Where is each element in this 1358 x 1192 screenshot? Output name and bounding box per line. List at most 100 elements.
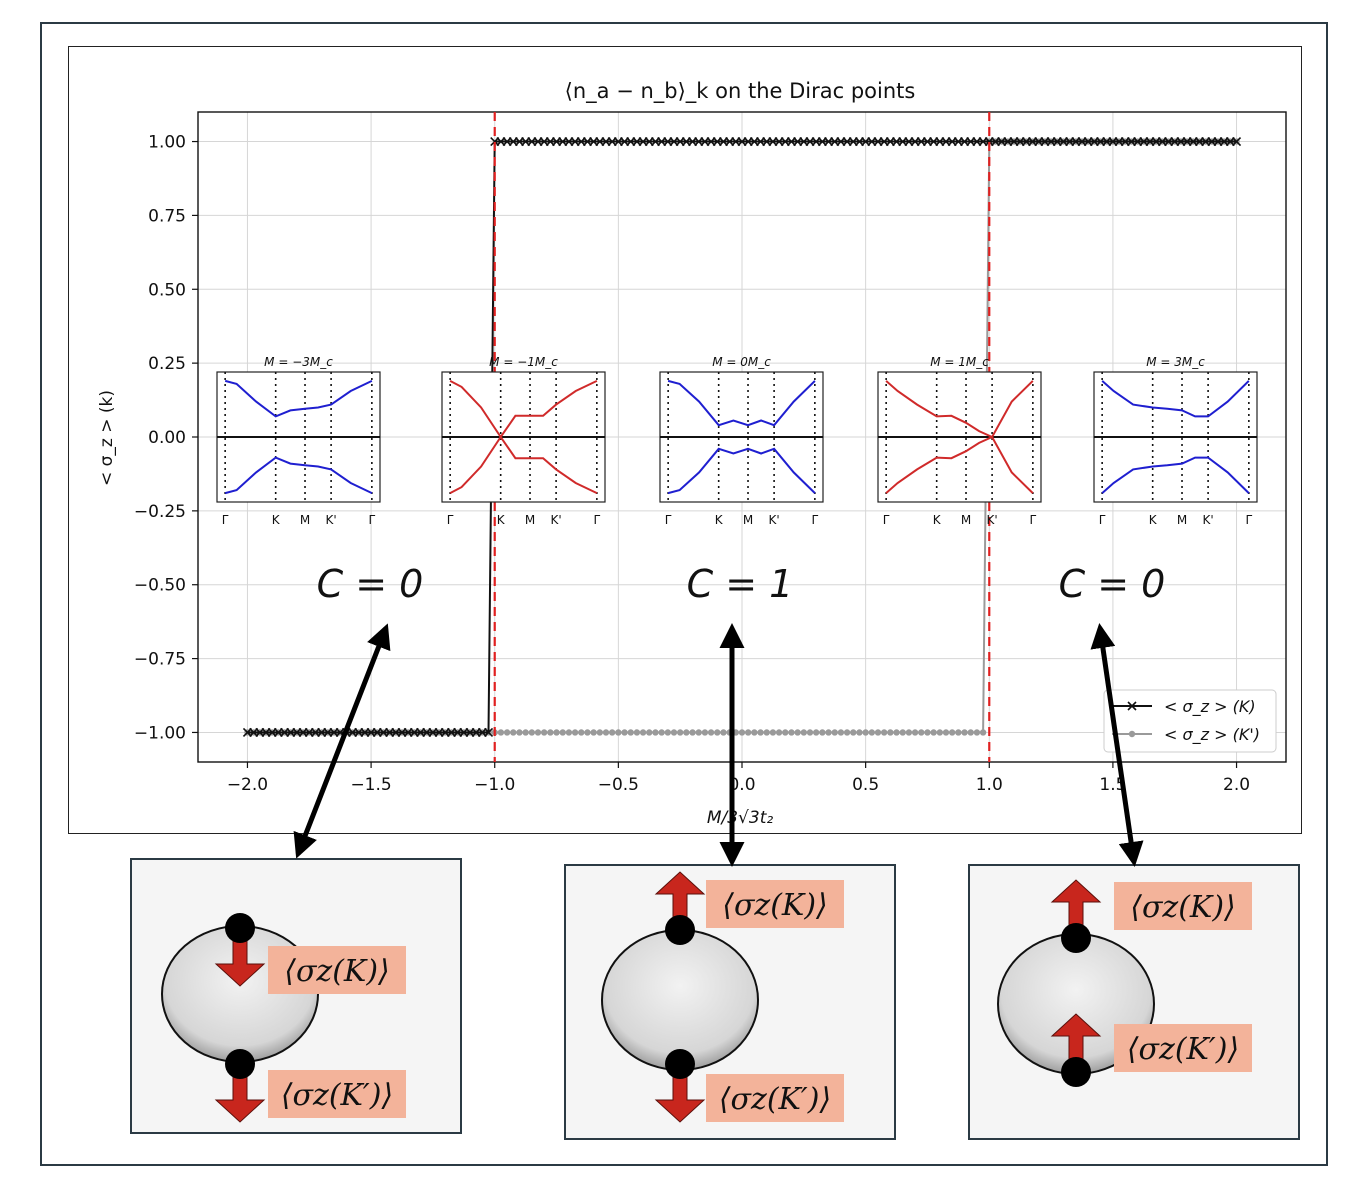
- data-point: [955, 729, 962, 736]
- inset-tick-label: K: [272, 513, 281, 527]
- inset-tick-label: Γ: [1246, 513, 1253, 527]
- data-point: [893, 729, 900, 736]
- x-tick-label: 1.0: [976, 775, 1003, 795]
- data-point: [812, 729, 820, 736]
- outer-frame: [40, 22, 1328, 1166]
- inset-band-upper: [224, 379, 373, 418]
- inset-tick-label: K': [551, 513, 562, 527]
- data-point: [843, 729, 851, 736]
- panel-label-bg: [706, 880, 844, 928]
- data-point: [497, 729, 505, 736]
- inset-tick-label: M: [525, 513, 535, 527]
- data-point: [825, 729, 832, 736]
- data-point: [862, 729, 869, 736]
- legend-label: < σ_z > (K): [1164, 697, 1256, 717]
- data-point: [794, 729, 801, 736]
- spin-dot-icon: [225, 1049, 255, 1079]
- data-point: [528, 729, 536, 736]
- panel-label-Kp: ⟨σz(K′)⟩: [281, 1078, 393, 1113]
- data-point: [714, 729, 721, 736]
- legend-marker: [1128, 730, 1136, 738]
- data-point: [837, 729, 845, 736]
- data-point: [936, 729, 944, 736]
- data-point: [856, 729, 863, 736]
- data-point: [553, 729, 560, 736]
- data-point: [806, 729, 814, 736]
- data-point: [664, 729, 672, 736]
- data-point: [961, 729, 968, 736]
- data-point: [769, 729, 777, 736]
- data-point: [565, 729, 573, 736]
- inset-tick-label: Γ: [222, 513, 229, 527]
- y-axis-label: < σ_z > (k): [97, 390, 117, 486]
- inset-tick-label: M: [1177, 513, 1187, 527]
- inset-tick-label: M: [300, 513, 310, 527]
- data-point: [874, 729, 882, 736]
- inset-tick-label: Γ: [447, 513, 454, 527]
- inset-tick-label: M: [743, 513, 753, 527]
- data-point: [887, 729, 894, 736]
- inset-tick-label: Γ: [594, 513, 601, 527]
- panel-label-bg: [706, 1074, 844, 1122]
- data-point: [868, 729, 876, 736]
- pointer-arrow-icon: [1090, 623, 1144, 867]
- data-point: [646, 729, 653, 736]
- spin-dot-icon: [225, 913, 255, 943]
- data-point: [652, 729, 659, 736]
- data-point: [522, 729, 529, 736]
- inset-tick-label: Γ: [1099, 513, 1106, 527]
- data-point: [596, 729, 604, 736]
- inset-title: M = −1M_c: [489, 355, 558, 369]
- inset-band-lower: [1101, 456, 1250, 494]
- data-point: [763, 729, 770, 736]
- pointer-arrows: [293, 623, 1144, 867]
- inset-tick-label: K': [1203, 513, 1214, 527]
- data-point: [775, 729, 783, 736]
- inset-band-upper: [449, 379, 598, 439]
- phase-label-left: C = 0: [317, 562, 424, 606]
- panel-label-bg: [268, 1070, 406, 1118]
- inset-tick-label: Γ: [812, 513, 819, 527]
- phase-boundaries: [493, 112, 991, 762]
- panel-label-Kp: ⟨σz(K′)⟩: [1127, 1032, 1239, 1067]
- panel-label-K: ⟨σz(K)⟩: [284, 954, 390, 989]
- data-point: [483, 727, 494, 738]
- data-point: [608, 729, 616, 736]
- x-tick-label: −2.0: [227, 775, 268, 795]
- y-tick-label: −1.00: [134, 723, 186, 743]
- y-tick-label: 0.75: [148, 206, 186, 226]
- x-tick-label: −1.5: [350, 775, 391, 795]
- spin-dot-icon: [1061, 923, 1091, 953]
- data-point: [658, 729, 665, 736]
- x-tick-label: 0.5: [852, 775, 879, 795]
- data-point: [540, 729, 548, 736]
- chart-title: ⟨n_a − n_b⟩_k on the Dirac points: [565, 79, 916, 104]
- data-point: [819, 729, 826, 736]
- inset-band-lower: [449, 435, 598, 495]
- data-point: [738, 729, 746, 736]
- data-point: [918, 729, 925, 736]
- data-point: [967, 729, 974, 736]
- y-tick-label: −0.25: [134, 502, 186, 522]
- inset-band-upper: [1101, 380, 1250, 418]
- panel-label-Kp: ⟨σz(K′)⟩: [719, 1082, 831, 1117]
- data-point: [571, 729, 579, 736]
- series-layer: [242, 136, 1242, 738]
- data-point: [924, 729, 931, 736]
- data-point: [782, 729, 789, 736]
- panel-label-K: ⟨σz(K)⟩: [1130, 890, 1236, 925]
- data-point: [670, 729, 678, 736]
- data-point: [899, 729, 906, 736]
- data-point: [930, 729, 937, 736]
- x-tick-label: 2.0: [1223, 775, 1250, 795]
- inset-band-lower: [224, 456, 373, 495]
- data-point: [720, 729, 727, 736]
- phase-label-right: C = 0: [1059, 562, 1166, 606]
- data-point: [633, 729, 641, 736]
- data-point: [979, 729, 987, 736]
- legend-label: < σ_z > (K'): [1164, 725, 1260, 745]
